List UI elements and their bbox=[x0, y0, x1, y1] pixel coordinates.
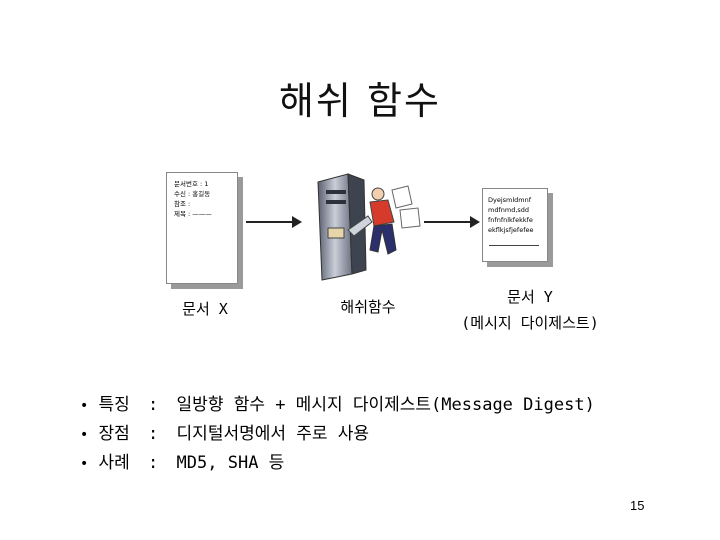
bullet-item: • 특징 : 일방향 함수 + 메시지 다이제스트(Message Digest… bbox=[80, 390, 595, 415]
document-y-subcaption: (메시지 다이제스트) bbox=[461, 314, 599, 332]
arrow-right-icon bbox=[424, 216, 480, 228]
doc-x-line-3: 참조 : bbox=[174, 200, 191, 208]
bullet-item: • 사례 : MD5, SHA 등 bbox=[80, 448, 284, 473]
arrow-right-icon bbox=[246, 216, 302, 228]
bullet-label: 사례 bbox=[98, 453, 130, 473]
doc-x-line-2: 수신 : 홍길동 bbox=[174, 190, 211, 198]
document-x-card: 문서번호 : 1 수신 : 홍길동 참조 : 제목 : ——— bbox=[166, 172, 238, 284]
bullet-separator: : bbox=[148, 453, 159, 473]
doc-x-line-1: 문서번호 : 1 bbox=[174, 180, 209, 188]
doc-x-line-4: 제목 : ——— bbox=[174, 210, 212, 218]
bullet-dot-icon: • bbox=[80, 398, 89, 414]
bullet-item: • 장점 : 디지털서명에서 주로 사용 bbox=[80, 419, 369, 444]
bullet-dot-icon: • bbox=[80, 456, 89, 472]
bullet-label: 특징 bbox=[98, 395, 130, 415]
document-y-card: Dyejsmldmnf mdfnmd,sdd fnfnfnlkfekkfe ek… bbox=[482, 188, 548, 262]
document-x-caption: 문서 X bbox=[182, 300, 228, 318]
doc-y-divider bbox=[489, 245, 539, 246]
doc-y-line-1: Dyejsmldmnf bbox=[488, 196, 532, 204]
document-y-caption: 문서 Y bbox=[507, 288, 553, 306]
bullet-separator: : bbox=[148, 395, 159, 415]
bullet-text: 일방향 함수 + 메시지 다이제스트(Message Digest) bbox=[176, 395, 595, 415]
bullet-text: 디지털서명에서 주로 사용 bbox=[176, 424, 370, 444]
bullet-dot-icon: • bbox=[80, 427, 89, 443]
hash-machine-icon bbox=[317, 173, 421, 281]
page-number: 15 bbox=[630, 498, 645, 513]
bullet-separator: : bbox=[148, 424, 159, 444]
doc-y-line-3: fnfnfnlkfekkfe bbox=[488, 216, 533, 224]
slide-title: 해쉬 함수 bbox=[279, 79, 441, 123]
doc-y-line-2: mdfnmd,sdd bbox=[488, 206, 530, 214]
doc-y-line-4: ekflkjsfjefefee bbox=[488, 226, 534, 234]
hash-function-caption: 해쉬함수 bbox=[340, 298, 396, 316]
bullet-label: 장점 bbox=[98, 424, 130, 444]
bullet-text: MD5, SHA 등 bbox=[176, 453, 285, 473]
